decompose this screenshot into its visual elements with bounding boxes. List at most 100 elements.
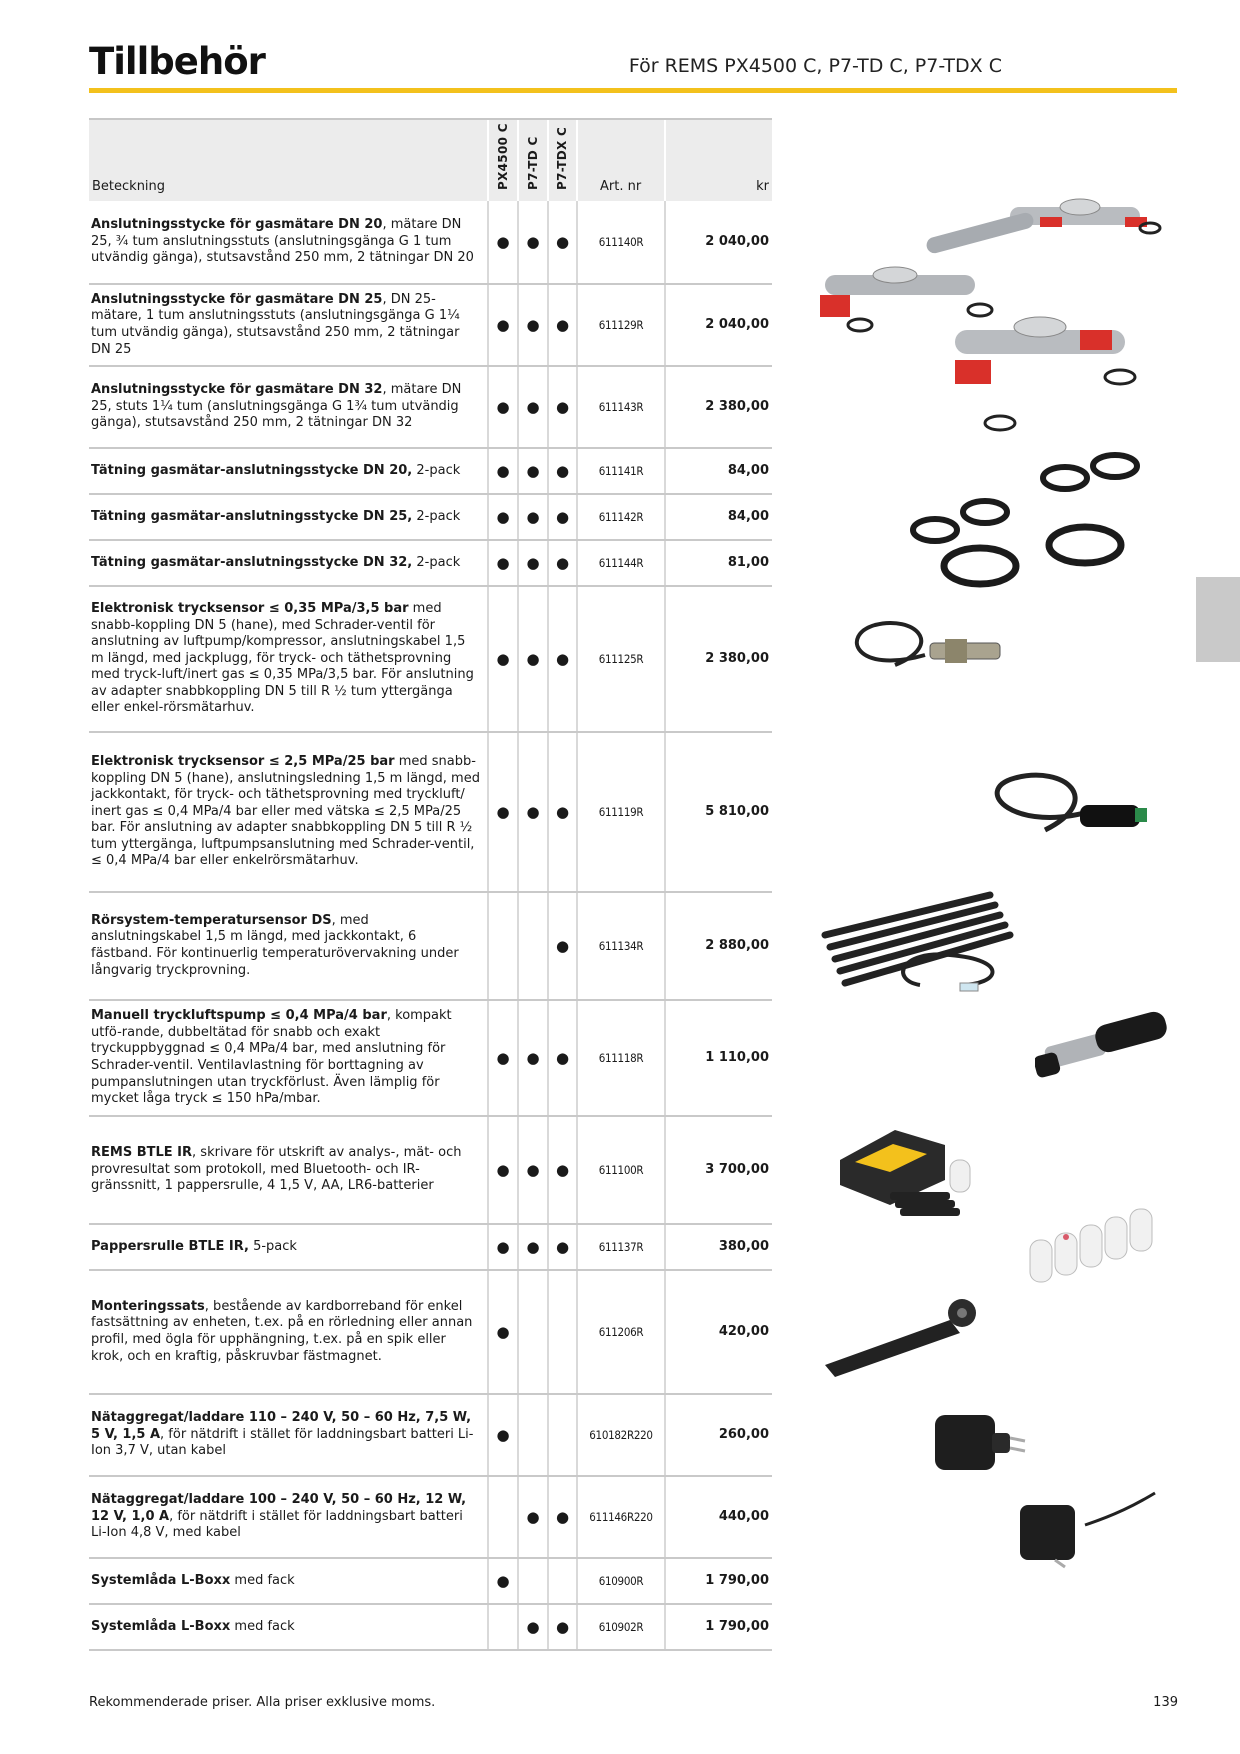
page-title: Tillbehör — [89, 40, 266, 83]
item-details: , bestående av kardborreband för enkel f… — [91, 1298, 473, 1364]
item-details: 5-pack — [248, 1238, 297, 1254]
item-name: REMS BTLE IR — [91, 1145, 193, 1161]
table-row: Anslutningsstycke för gasmätare DN 32, m… — [89, 366, 772, 449]
col-header-art-nr: Art. nr — [576, 118, 665, 201]
mark-p7tdx: ● — [547, 366, 577, 449]
col-header-price: kr — [664, 118, 772, 201]
table-row: Nätaggregat/laddare 110 – 240 V, 50 – 60… — [89, 1394, 772, 1477]
mark-px4500: ● — [487, 1558, 518, 1605]
price: 3 700,00 — [664, 1116, 772, 1225]
item-description: Systemlåda L-Boxx med fack — [89, 1604, 488, 1651]
mark-px4500: ● — [487, 1116, 518, 1225]
mark-px4500: ● — [487, 586, 518, 733]
side-tab-marker — [1196, 577, 1240, 662]
mark-p7td: ● — [517, 586, 548, 733]
item-details: , mätare DN 25, ¾ tum anslutningsstuts (… — [91, 217, 474, 266]
table-row: Monteringssats, bestående av kardborreba… — [89, 1270, 772, 1395]
price: 1 790,00 — [664, 1558, 772, 1605]
art-number: 611141R — [576, 448, 665, 495]
mark-p7tdx: ● — [547, 1116, 577, 1225]
art-number: 611206R — [576, 1270, 665, 1395]
item-description: Anslutningsstycke för gasmätare DN 32, m… — [89, 366, 488, 449]
table-header-row: Beteckning PX4500 C P7-TD C P7-TDX C Art… — [89, 118, 772, 201]
art-number: 611134R — [576, 892, 665, 1001]
mark-p7tdx: ● — [547, 201, 577, 285]
mark-px4500: ● — [487, 201, 518, 285]
price: 1 110,00 — [664, 1000, 772, 1117]
art-number: 610902R — [576, 1604, 665, 1651]
price: 420,00 — [664, 1270, 772, 1395]
item-description: Systemlåda L-Boxx med fack — [89, 1558, 488, 1605]
mark-p7td — [517, 892, 548, 1001]
item-description: Rörsystem-temperatursensor DS, med anslu… — [89, 892, 488, 1001]
mark-p7td: ● — [517, 284, 548, 367]
temperature-sensor-image — [821, 891, 1014, 992]
printer-image — [840, 1130, 971, 1216]
art-number: 611142R — [576, 494, 665, 541]
item-description: Anslutningsstycke för gasmätare DN 20, m… — [89, 201, 488, 285]
item-details: med fack — [230, 1572, 295, 1588]
item-description: Manuell tryckluftspump ≤ 0,4 MPa/4 bar, … — [89, 1000, 488, 1117]
item-name: Elektronisk trycksensor ≤ 2,5 MPa/25 bar — [91, 753, 395, 769]
mark-p7tdx: ● — [547, 284, 577, 367]
art-number: 611100R — [576, 1116, 665, 1225]
price: 2 040,00 — [664, 201, 772, 285]
art-number: 611143R — [576, 366, 665, 449]
pressure-sensor-25-image — [994, 772, 1147, 833]
item-details: med fack — [230, 1618, 295, 1634]
mark-px4500: ● — [487, 1000, 518, 1117]
item-details: 2-pack — [412, 554, 461, 570]
item-name: Nätaggregat/laddare 110 – 240 V, 50 – 60… — [91, 1410, 472, 1442]
mark-px4500: ● — [487, 494, 518, 541]
footer-note: Rekommenderade priser. Alla priser exklu… — [89, 1695, 436, 1710]
table-row: Elektronisk trycksensor ≤ 2,5 MPa/25 bar… — [89, 732, 772, 893]
item-name: Nätaggregat/laddare 100 – 240 V, 50 – 60… — [91, 1492, 467, 1524]
mark-p7td: ● — [517, 1224, 548, 1271]
item-name: Systemlåda L-Boxx — [91, 1572, 231, 1588]
item-name: Elektronisk trycksensor ≤ 0,35 MPa/3,5 b… — [91, 600, 409, 616]
mark-p7tdx: ● — [547, 892, 577, 1001]
item-details: , kompakt utfö-rande, dubbeltätad för sn… — [91, 1008, 452, 1107]
item-details: , skrivare för utskrift av analys-, mät-… — [91, 1145, 462, 1194]
item-description: Elektronisk trycksensor ≤ 2,5 MPa/25 bar… — [89, 732, 488, 893]
mark-p7td: ● — [517, 1604, 548, 1651]
item-description: Tätning gasmätar-anslutningsstycke DN 32… — [89, 540, 488, 587]
table-row: Anslutningsstycke för gasmätare DN 20, m… — [89, 201, 772, 285]
item-details: 2-pack — [412, 508, 461, 524]
power-adapter-12v-image — [1020, 1491, 1156, 1569]
item-description: Tätning gasmätar-anslutningsstycke DN 25… — [89, 494, 488, 541]
item-name: Tätning gasmätar-anslutningsstycke DN 25… — [91, 508, 413, 524]
mark-p7tdx: ● — [547, 1476, 577, 1559]
mark-px4500: ● — [487, 366, 518, 449]
table-row: Manuell tryckluftspump ≤ 0,4 MPa/4 bar, … — [89, 1000, 772, 1117]
table-row: Tätning gasmätar-anslutningsstycke DN 20… — [89, 448, 772, 495]
accessories-table: Beteckning PX4500 C P7-TD C P7-TDX C Art… — [89, 118, 772, 1651]
mark-p7tdx: ● — [547, 1604, 577, 1651]
table-row: Nätaggregat/laddare 100 – 240 V, 50 – 60… — [89, 1476, 772, 1559]
item-details: , mätare DN 25, stuts 1¼ tum (anslutning… — [91, 382, 462, 431]
table-row: Anslutningsstycke för gasmätare DN 25, D… — [89, 284, 772, 367]
item-details: med snabb-koppling DN 5 (hane), anslutni… — [91, 753, 480, 869]
item-name: Pappersrulle BTLE IR, — [91, 1238, 249, 1254]
mark-px4500: ● — [487, 1394, 518, 1477]
mark-p7tdx: ● — [547, 586, 577, 733]
art-number: 611140R — [576, 201, 665, 285]
price: 2 380,00 — [664, 366, 772, 449]
mark-p7tdx: ● — [547, 1224, 577, 1271]
item-name: Anslutningsstycke för gasmätare DN 25 — [91, 291, 383, 307]
power-adapter-5v-image — [935, 1415, 1026, 1470]
mark-p7tdx — [547, 1394, 577, 1477]
mark-px4500 — [487, 1476, 518, 1559]
page-number: 139 — [1153, 1695, 1178, 1710]
seal-rings-image — [910, 452, 1140, 588]
mark-p7td: ● — [517, 540, 548, 587]
mark-p7td: ● — [517, 201, 548, 285]
item-description: Anslutningsstycke för gasmätare DN 25, D… — [89, 284, 488, 367]
col-header-px4500: PX4500 C — [487, 118, 518, 201]
mark-p7td: ● — [517, 1476, 548, 1559]
mark-px4500 — [487, 892, 518, 1001]
connector-dn25-image — [820, 266, 994, 333]
price: 1 790,00 — [664, 1604, 772, 1651]
item-description: REMS BTLE IR, skrivare för utskrift av a… — [89, 1116, 488, 1225]
